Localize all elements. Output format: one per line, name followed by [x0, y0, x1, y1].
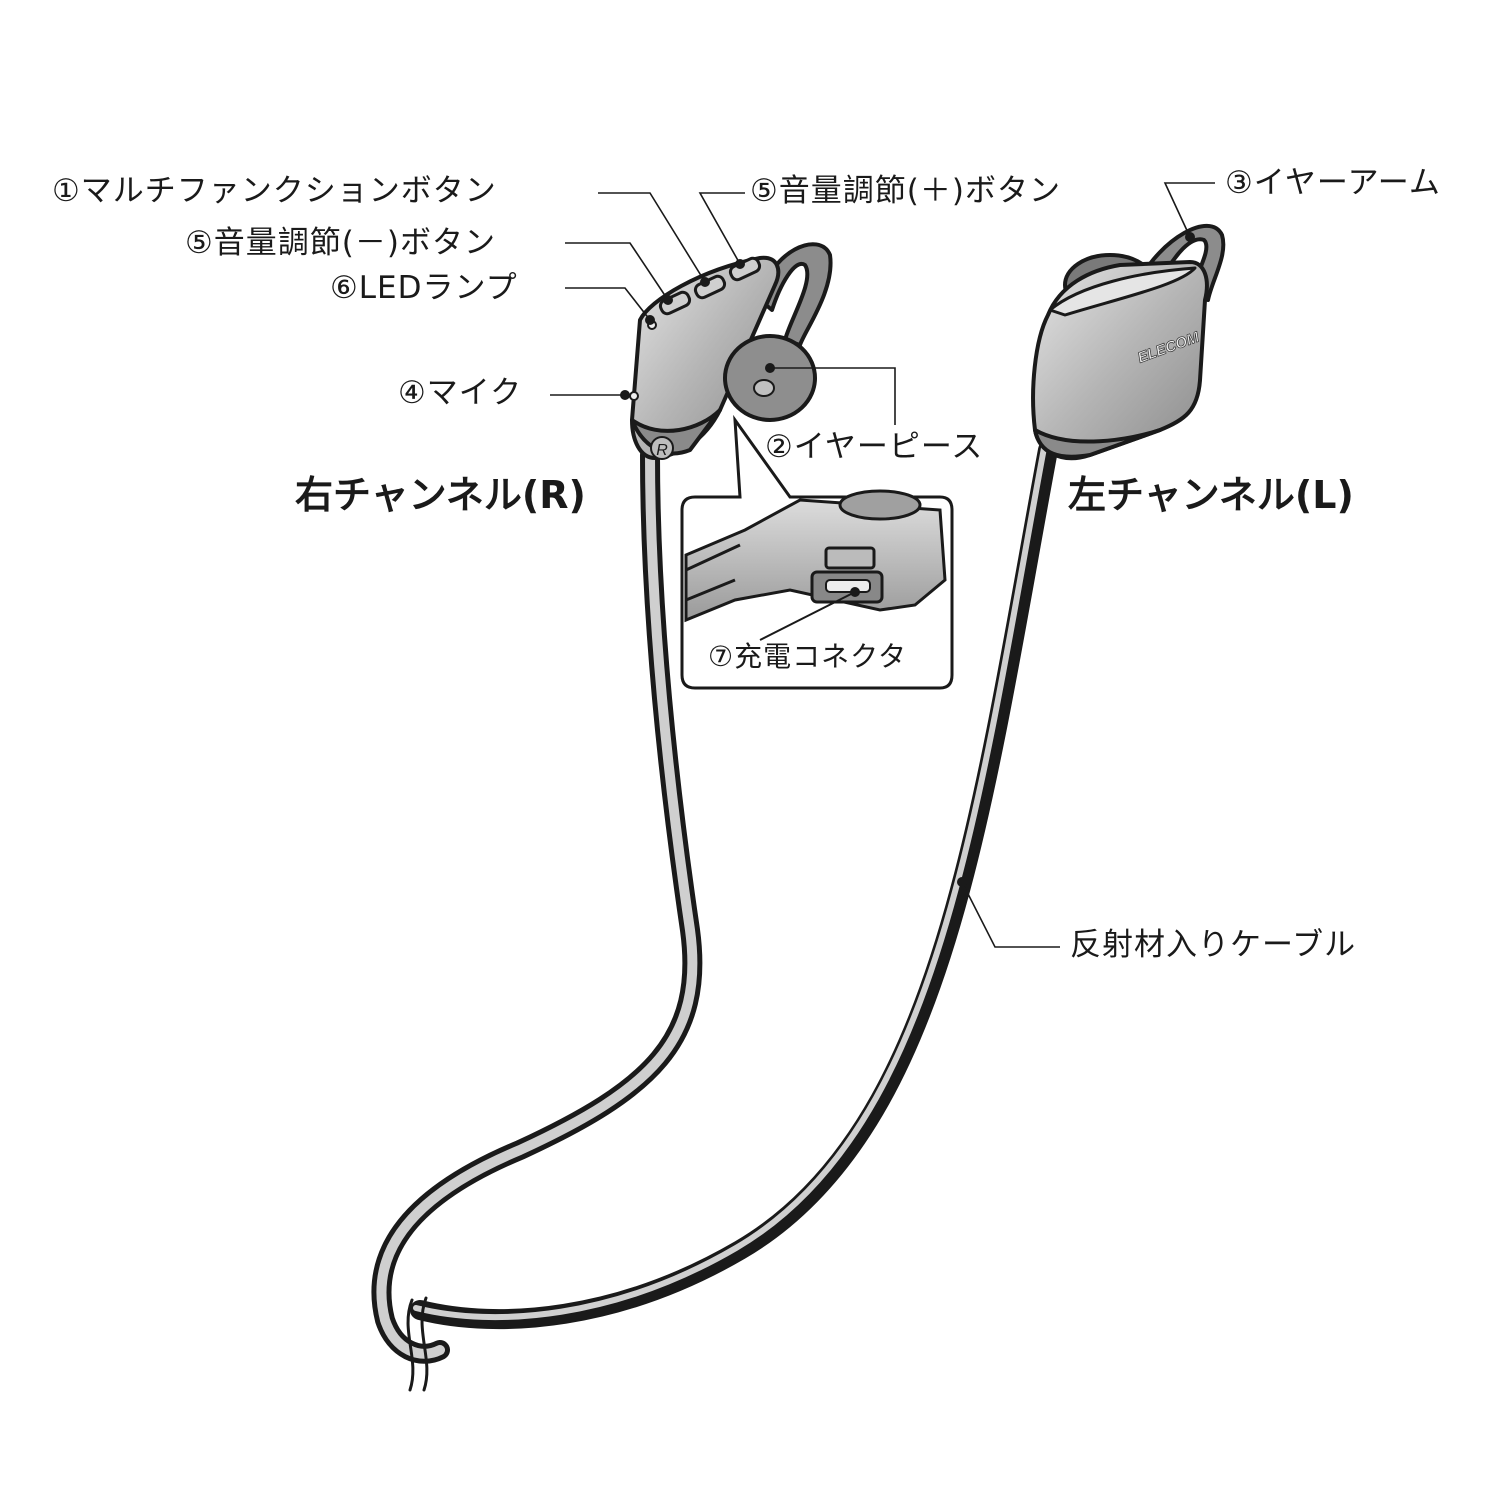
- label-volume-up-button: ⑤音量調節(＋)ボタン: [750, 173, 1061, 209]
- label-reflective-cable: 反射材入りケーブル: [1070, 927, 1357, 963]
- right-cable-reflector: [376, 450, 698, 1359]
- leader-dot: [850, 587, 860, 597]
- charging-connector-inset: [680, 414, 954, 690]
- leader-line-ear-arm: [1163, 182, 1215, 238]
- label-led-lamp: ⑥LEDランプ: [330, 270, 518, 306]
- leader-dot: [957, 877, 967, 887]
- label-volume-down-button: ⑤音量調節(－)ボタン: [185, 225, 496, 261]
- ear-piece: [723, 334, 817, 422]
- leader-dots: [620, 232, 1195, 887]
- leader-dot: [645, 315, 655, 325]
- label-right-channel: 右チャンネル(R): [295, 473, 586, 517]
- leader-line-reflective-cable: [961, 881, 1060, 948]
- ear-piece-nozzle: [753, 379, 775, 397]
- right-mark-badge: [650, 436, 674, 460]
- cable: [371, 440, 1058, 1392]
- leader-line-volume-down-button: [565, 242, 669, 301]
- inset-cable: [685, 543, 741, 602]
- leader-dot: [735, 259, 745, 269]
- right-mark: R: [656, 442, 668, 459]
- volume-down-button: [658, 290, 692, 316]
- label-ear-piece: ②イヤーピース: [765, 429, 984, 465]
- cable-break-mark: [406, 1296, 429, 1392]
- label-ear-arm: ③イヤーアーム: [1225, 165, 1441, 201]
- leader-dot: [1185, 232, 1195, 242]
- leader-lines: [550, 182, 1215, 948]
- leader-line-charging-connector: [759, 591, 856, 641]
- leader-dot: [765, 363, 775, 373]
- charging-port-opening: [825, 579, 871, 593]
- left-earbud-base: [1033, 428, 1162, 459]
- leader-dot: [620, 390, 630, 400]
- leader-line-volume-up-button: [698, 192, 745, 265]
- left-earbud-top-highlight: [1048, 266, 1197, 317]
- leader-dot: [663, 295, 673, 305]
- connector-cover: [824, 546, 876, 570]
- label-multifunction-button: ①マルチファンクションボタン: [52, 173, 497, 209]
- left-earbud: ELECOM: [1031, 223, 1226, 461]
- right-earbud: R: [629, 242, 833, 460]
- leader-line-led-lamp: [565, 287, 651, 321]
- label-mic: ④マイク: [398, 375, 523, 411]
- leader-line-multifunction-button: [598, 192, 706, 283]
- left-cable-reflector: [413, 445, 1047, 1321]
- mic-hole: [629, 391, 639, 401]
- right-cable: [371, 445, 703, 1364]
- label-left-channel: 左チャンネル(L): [1068, 473, 1354, 517]
- leader-line-ear-piece: [770, 367, 896, 425]
- leader-dot: [700, 277, 710, 287]
- inset-ear-piece: [838, 489, 922, 521]
- label-charging-connector: ⑦充電コネクタ: [708, 640, 907, 673]
